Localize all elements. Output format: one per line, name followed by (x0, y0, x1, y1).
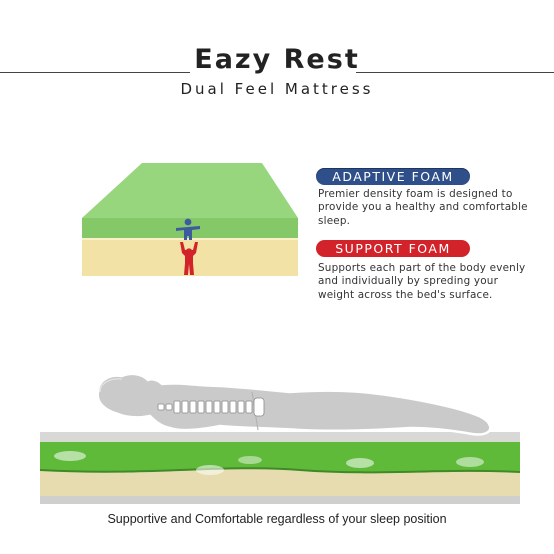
spine-icon (157, 397, 265, 417)
footer-caption: Supportive and Comfortable regardless of… (107, 512, 447, 526)
support-foam-description: Supports each part of the body evenly an… (318, 262, 538, 302)
support-foam-badge: SUPPORT FOAM (316, 240, 470, 257)
page-title: Eazy Rest (194, 44, 360, 75)
mattress-adaptive-layer (40, 442, 520, 473)
mattress-top-cover (40, 432, 520, 442)
adaptive-foam-line-1: Premier density foam is designed to (318, 188, 513, 200)
adaptive-foam-description: Premier density foam is designed to prov… (318, 188, 538, 228)
title-rule-left (0, 72, 190, 73)
lying-person-silhouette (96, 372, 492, 436)
support-foam-line-1: Supports each part of the body evenly (318, 262, 526, 274)
red-person-icon (180, 242, 198, 275)
adaptive-foam-line-2: provide you a healthy and comfortable (318, 201, 528, 214)
page-subtitle: Dual Feel Mattress (180, 80, 374, 98)
mattress-bottom-cover (40, 496, 520, 504)
support-foam-line-3: weight across the bed's surface. (318, 288, 493, 301)
adaptive-foam-top (82, 163, 298, 218)
blue-person-icon (176, 218, 200, 240)
title-rule-right (356, 72, 554, 73)
mattress-support-layer (40, 468, 520, 496)
adaptive-foam-badge: ADAPTIVE FOAM (316, 168, 470, 185)
adaptive-foam-line-3: sleep. (318, 214, 351, 227)
support-foam-line-2: and individually by spreding your (318, 275, 499, 288)
